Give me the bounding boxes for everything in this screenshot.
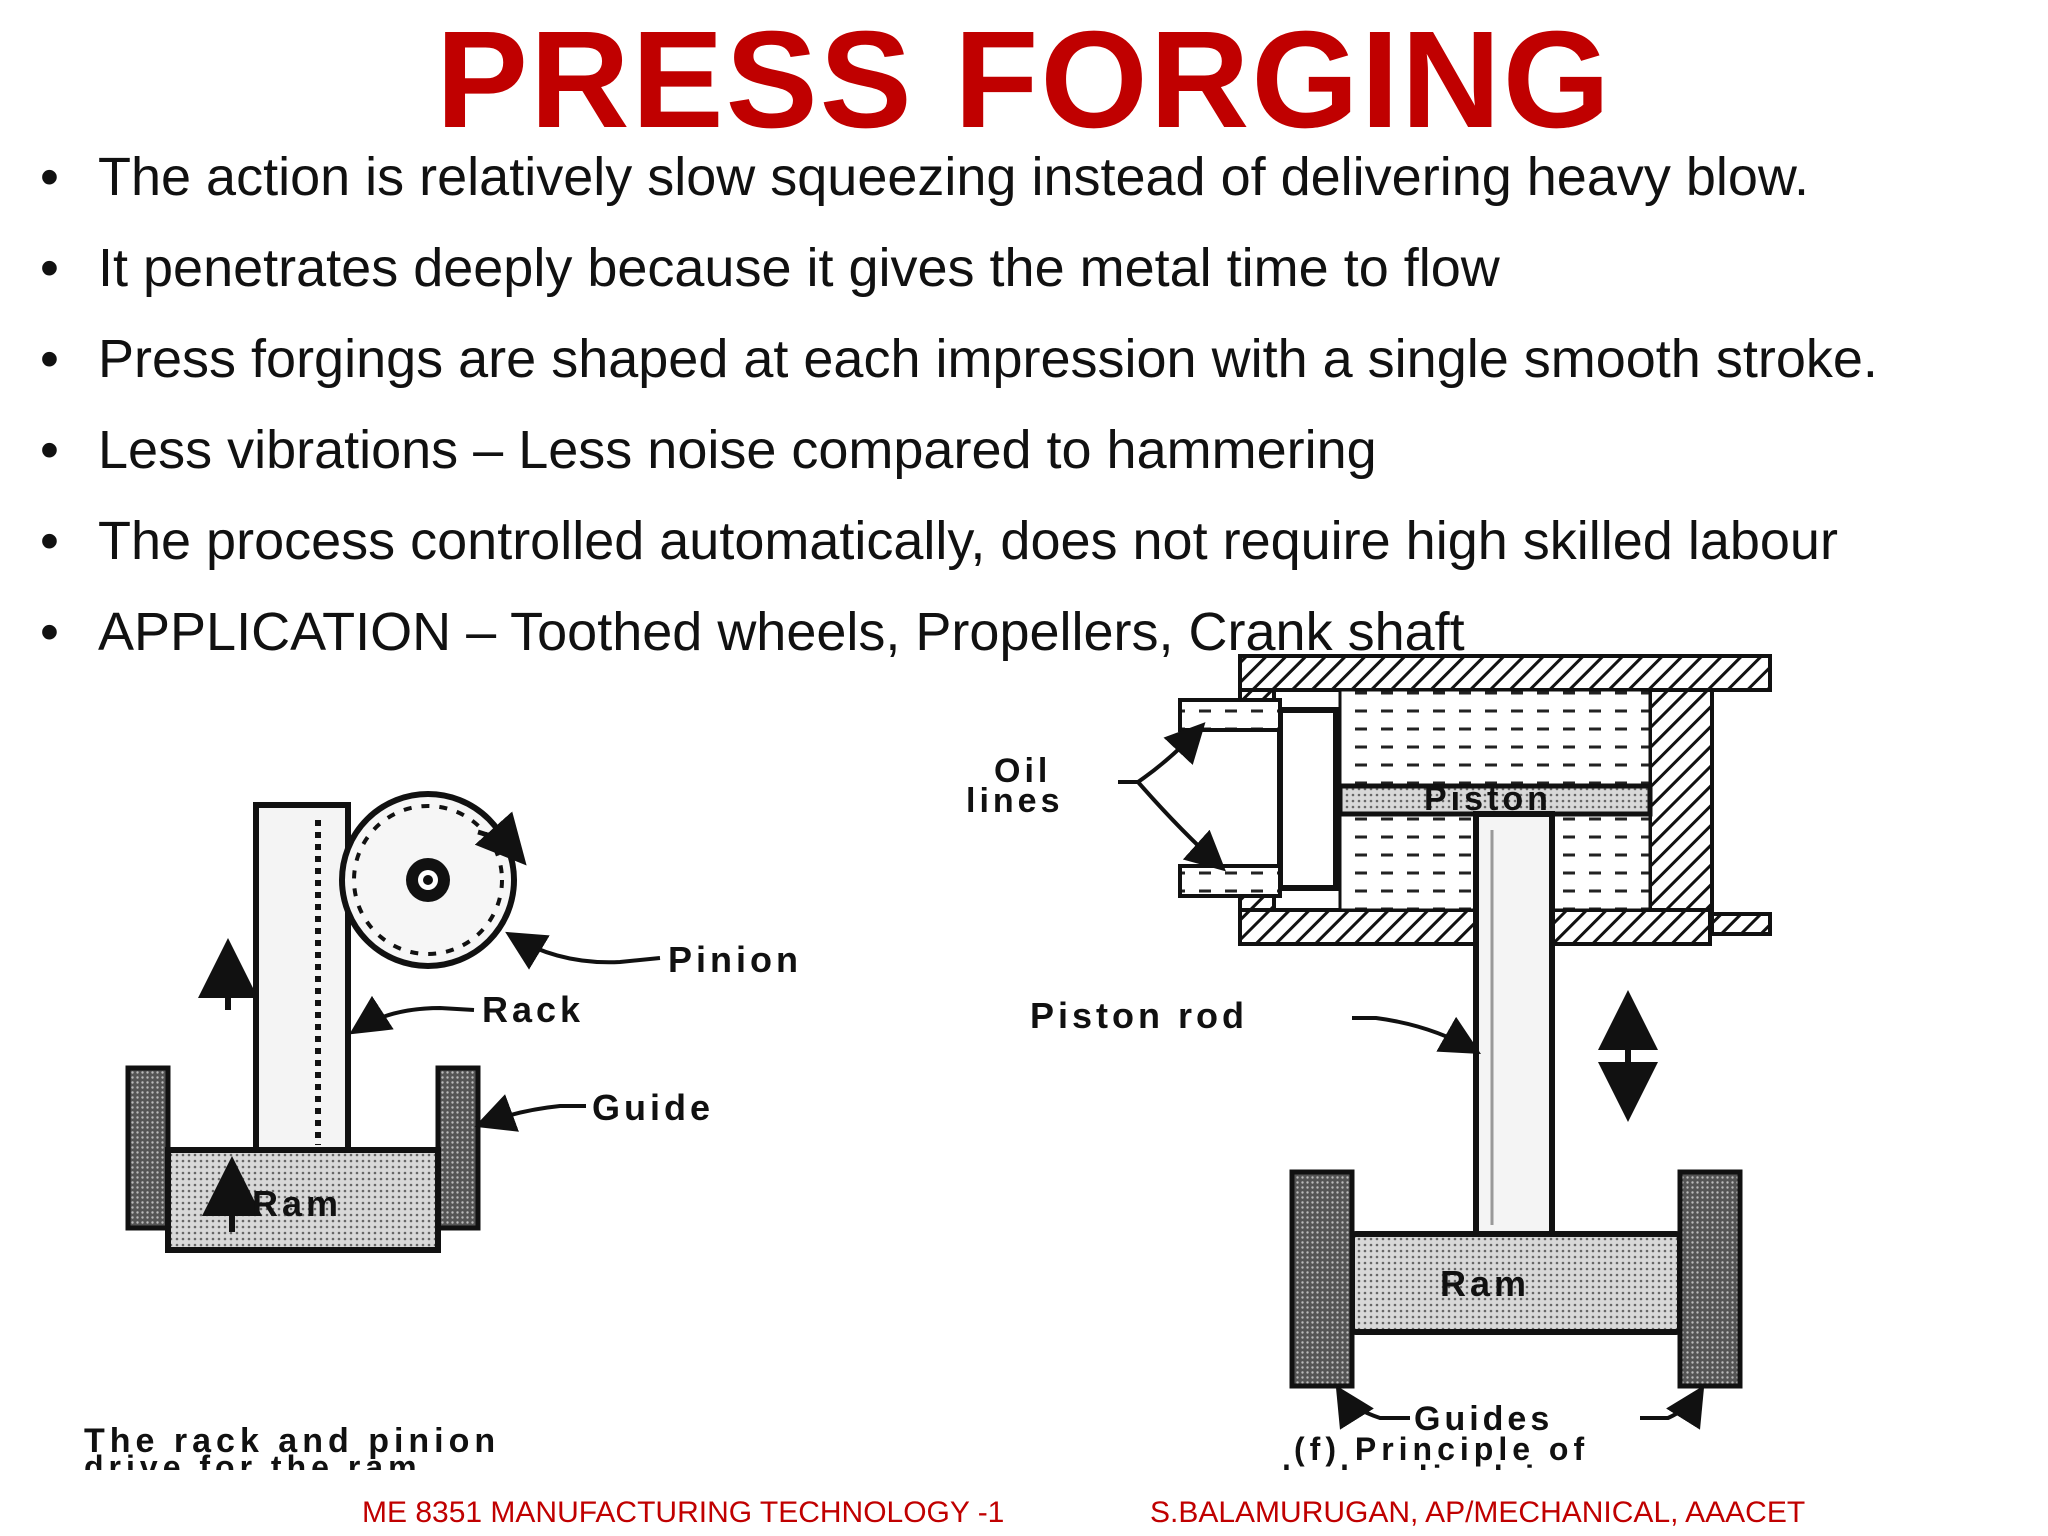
rack-caption-line1: The rack and pinion bbox=[84, 1422, 500, 1460]
bullet-list: • The action is relatively slow squeezing… bbox=[38, 132, 2028, 678]
hydraulic-guide-left bbox=[1289, 1169, 1355, 1389]
bullet-text: The action is relatively slow squeezing … bbox=[98, 147, 1809, 207]
oil-lines-label-line2: lines bbox=[966, 782, 1063, 820]
guides-label: Guides bbox=[1414, 1400, 1553, 1438]
rack-and-pinion-diagram: Pinion Rack Guide Ram The rack and pinio… bbox=[84, 791, 802, 1470]
bullet-dot-icon: • bbox=[40, 511, 59, 571]
rack-label: Rack bbox=[482, 989, 584, 1030]
bullet-dot-icon: • bbox=[40, 602, 59, 662]
pinion-label: Pinion bbox=[668, 939, 802, 980]
bullet-dot-icon: • bbox=[40, 147, 59, 207]
page-title: PRESS FORGING bbox=[435, 3, 1613, 157]
hydraulic-guide-right bbox=[1677, 1169, 1743, 1389]
valve-block bbox=[1277, 707, 1339, 891]
rack-guide-left bbox=[125, 1065, 171, 1231]
bullet-text: The process controlled automatically, do… bbox=[98, 511, 1838, 571]
cylinder-top-wall bbox=[1238, 654, 1772, 692]
oil-line-lower bbox=[1178, 864, 1282, 898]
rack-bar bbox=[253, 802, 351, 1153]
bullet-item: • Less vibrations – Less noise compared t… bbox=[38, 405, 2028, 496]
rack-caption-line2: drive for the ram bbox=[84, 1449, 422, 1470]
footer-course: ME 8351 MANUFACTURING TECHNOLOGY -1 bbox=[362, 1496, 1005, 1529]
bullet-item: • It penetrates deeply because it gives t… bbox=[38, 223, 2028, 314]
guide-label: Guide bbox=[592, 1087, 714, 1128]
bullet-dot-icon: • bbox=[40, 238, 59, 298]
bullet-text: It penetrates deeply because it gives th… bbox=[98, 238, 1500, 298]
bullet-text: APPLICATION – Toothed wheels, Propellers… bbox=[98, 602, 1465, 662]
cylinder-right-wall bbox=[1648, 688, 1714, 932]
piston-rod bbox=[1473, 811, 1555, 1237]
piston-label: Piston bbox=[1424, 780, 1552, 818]
hydraulic-caption-line1: (f) Principle of bbox=[1294, 1431, 1589, 1467]
bullet-item: • The action is relatively slow squeezing… bbox=[38, 132, 2028, 223]
bullet-item: • The process controlled automatically, d… bbox=[38, 496, 2028, 587]
piston-rod-label: Piston rod bbox=[1030, 995, 1248, 1036]
piston bbox=[1337, 783, 1653, 817]
rack-ram-label: Ram bbox=[252, 1183, 342, 1224]
oil-lines-label-line1: Oil bbox=[994, 752, 1051, 790]
bullet-item: • Press forgings are shaped at each impre… bbox=[38, 314, 2028, 405]
footer-author: S.BALAMURUGAN, AP/MECHANICAL, AAACET bbox=[1150, 1496, 1806, 1529]
bullet-dot-icon: • bbox=[40, 420, 59, 480]
hydraulic-ram-label: Ram bbox=[1440, 1263, 1530, 1304]
bullet-item: • APPLICATION – Toothed wheels, Propeller… bbox=[38, 587, 2028, 678]
upper-oil-chamber bbox=[1338, 688, 1652, 788]
oil-line-upper bbox=[1178, 698, 1282, 732]
bullet-text: Less vibrations – Less noise compared to… bbox=[98, 420, 1377, 480]
rack-guide-right bbox=[435, 1065, 481, 1231]
hydraulic-drive-diagram: Oil lines Piston Piston rod Ram Guides (… bbox=[966, 654, 1772, 1470]
bullet-text: Press forgings are shaped at each impres… bbox=[98, 329, 1878, 389]
hydraulic-caption-line2: hydraulic drive bbox=[1282, 1459, 1585, 1470]
press-forging-diagrams: Pinion Rack Guide Ram The rack and pinio… bbox=[84, 654, 1772, 1470]
bullet-dot-icon: • bbox=[40, 329, 59, 389]
